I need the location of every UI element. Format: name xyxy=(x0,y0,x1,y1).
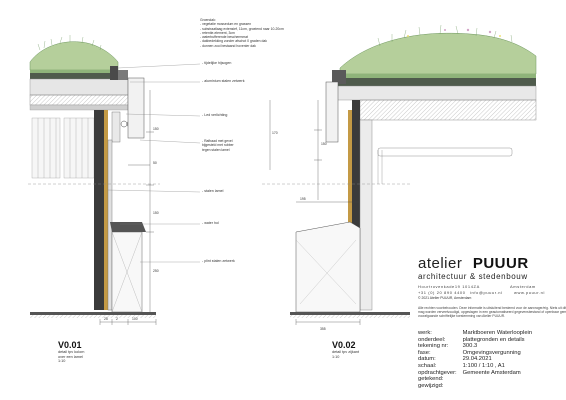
title-block-value: Gemeente Amsterdam xyxy=(462,369,521,376)
notes-line: - substraatlaag extensief, 11cm, groeien… xyxy=(200,26,284,31)
notes-line: - vegetatie mossedum en grassen xyxy=(200,22,252,27)
title-block-value xyxy=(463,383,532,390)
dim-355: 355 xyxy=(320,327,326,331)
annotation-fascia: - Rafbaad met gevel bijgesteld met rubbe… xyxy=(202,139,234,152)
detail-code: V0.01 xyxy=(58,340,82,350)
notes-line: - waterbufferende beschermmat xyxy=(200,35,248,40)
notes-line: - retentie-element, 3cm xyxy=(200,30,235,35)
title-block-key: schaal: xyxy=(418,362,437,369)
title-block-key: getekend: xyxy=(418,376,444,383)
detail-desc: detail tpv zijkant xyxy=(332,350,360,354)
title-block-value xyxy=(463,376,532,383)
detail-scale: 1:10 xyxy=(58,359,66,364)
dim-170: 170 xyxy=(272,131,278,135)
title-block-key: tekening nr: xyxy=(418,343,449,350)
dim-150b: 150 xyxy=(153,211,159,215)
title-block-value: 300.3 xyxy=(462,343,478,350)
annotation-frame: - aluminium stalen zetwerk xyxy=(202,79,245,83)
title-block-row: onderdeel: plattegronden en details xyxy=(418,337,532,344)
brand-email: info@puuur.nl xyxy=(470,290,503,295)
brand-name-light: atelier xyxy=(418,255,463,272)
notes-line: - dakbedekking zonder afschot 0 graden d… xyxy=(200,39,267,44)
annotation-planter: - tijdelijke hijsogen xyxy=(202,61,232,65)
detail-v001-drawing xyxy=(29,35,201,325)
detail-code: V0.02 xyxy=(332,340,356,350)
disclaimer-text: Alle rechten voorbehouden. Deze informat… xyxy=(418,306,566,319)
title-block-key: gewijzigd: xyxy=(418,382,444,389)
title-block-row: opdrachtgever: Gemeente Amsterdam xyxy=(418,370,532,377)
title-block-value: Omgevingsvergunning xyxy=(462,349,521,356)
brand-tagline: architectuur & stedenbouw xyxy=(418,272,528,281)
title-block-value: Marktboeren Waterlooplein xyxy=(462,330,533,336)
detail-desc: detail tpv kolom xyxy=(58,350,85,354)
annotation-hol: - water hol xyxy=(202,221,219,225)
annotation-lamel: - stalen lamel xyxy=(202,189,224,193)
title-block-key: datum: xyxy=(418,356,436,363)
brand-website: www.puuur.nl xyxy=(514,290,545,295)
title-block-key: werk: xyxy=(418,330,432,336)
dim-150c: 150 xyxy=(321,142,327,146)
dim-100: 100 xyxy=(132,317,138,321)
brand-name-bold: PUUUR xyxy=(472,255,529,272)
dim-150a: 150 xyxy=(153,127,159,131)
annotation-profile: - plint stalen zetwerk xyxy=(202,259,235,263)
title-block-key: fase: xyxy=(418,349,431,356)
title-block-row: datum: 29.04.2021 xyxy=(418,356,532,363)
green-roof-vegetation-right xyxy=(339,32,537,75)
green-roof-vegetation-left xyxy=(29,41,119,71)
title-block-value: 1:100 / 1:10 , A1 xyxy=(462,362,505,369)
title-block-value: plattegronden en details xyxy=(462,336,525,343)
title-block-value: 29.04.2021 xyxy=(462,356,492,363)
title-block-row: tekening nr: 300.3 xyxy=(418,343,532,350)
green-roof-notes: Groendak: - vegetatie mossedum en grasse… xyxy=(200,18,284,48)
notes-heading: Groendak: xyxy=(200,18,216,22)
brand-copyright: © 2021 Atelier PUUUR, Amsterdam xyxy=(418,296,472,300)
annotation-led: - Led verlichting xyxy=(202,113,228,117)
detail-v002-drawing xyxy=(269,24,537,325)
dim-50: 50 xyxy=(153,161,157,165)
dim-25: 25 xyxy=(104,317,108,321)
dim-195: 195 xyxy=(300,197,306,201)
detail-desc: over een lamel xyxy=(58,354,83,359)
detail-scale: 1:10 xyxy=(332,354,340,359)
title-block-key: onderdeel: xyxy=(418,336,446,343)
detail-caption-v001: V0.01 detail tpv kolom over een lamel 1:… xyxy=(58,340,84,364)
detail-caption-v002: V0.02 detail tpv zijkant 1:10 xyxy=(332,340,359,359)
title-block-row: werk: Marktboeren Waterlooplein xyxy=(418,330,532,337)
brand-logo: atelier PUUUR xyxy=(418,255,529,273)
notes-line: - dunnen zooi bestaand hovenier dak xyxy=(200,43,256,48)
title-block-key: opdrachtgever: xyxy=(418,369,457,376)
brand-phone: +31 (0) 20 890 4400 xyxy=(418,290,466,295)
title-block-row: getekend: xyxy=(418,376,532,383)
brand-address-street: Hourtrovenkade19 1014ZA xyxy=(418,284,480,289)
title-block-row: gewijzigd: xyxy=(418,383,532,390)
brand-address-city: Amsterdam xyxy=(510,284,536,289)
title-block-row: fase: Omgevingsvergunning xyxy=(418,350,532,357)
dim-2: 2 xyxy=(116,317,118,321)
dim-250: 250 xyxy=(153,269,159,273)
title-block-row: schaal: 1:100 / 1:10 , A1 xyxy=(418,363,532,370)
